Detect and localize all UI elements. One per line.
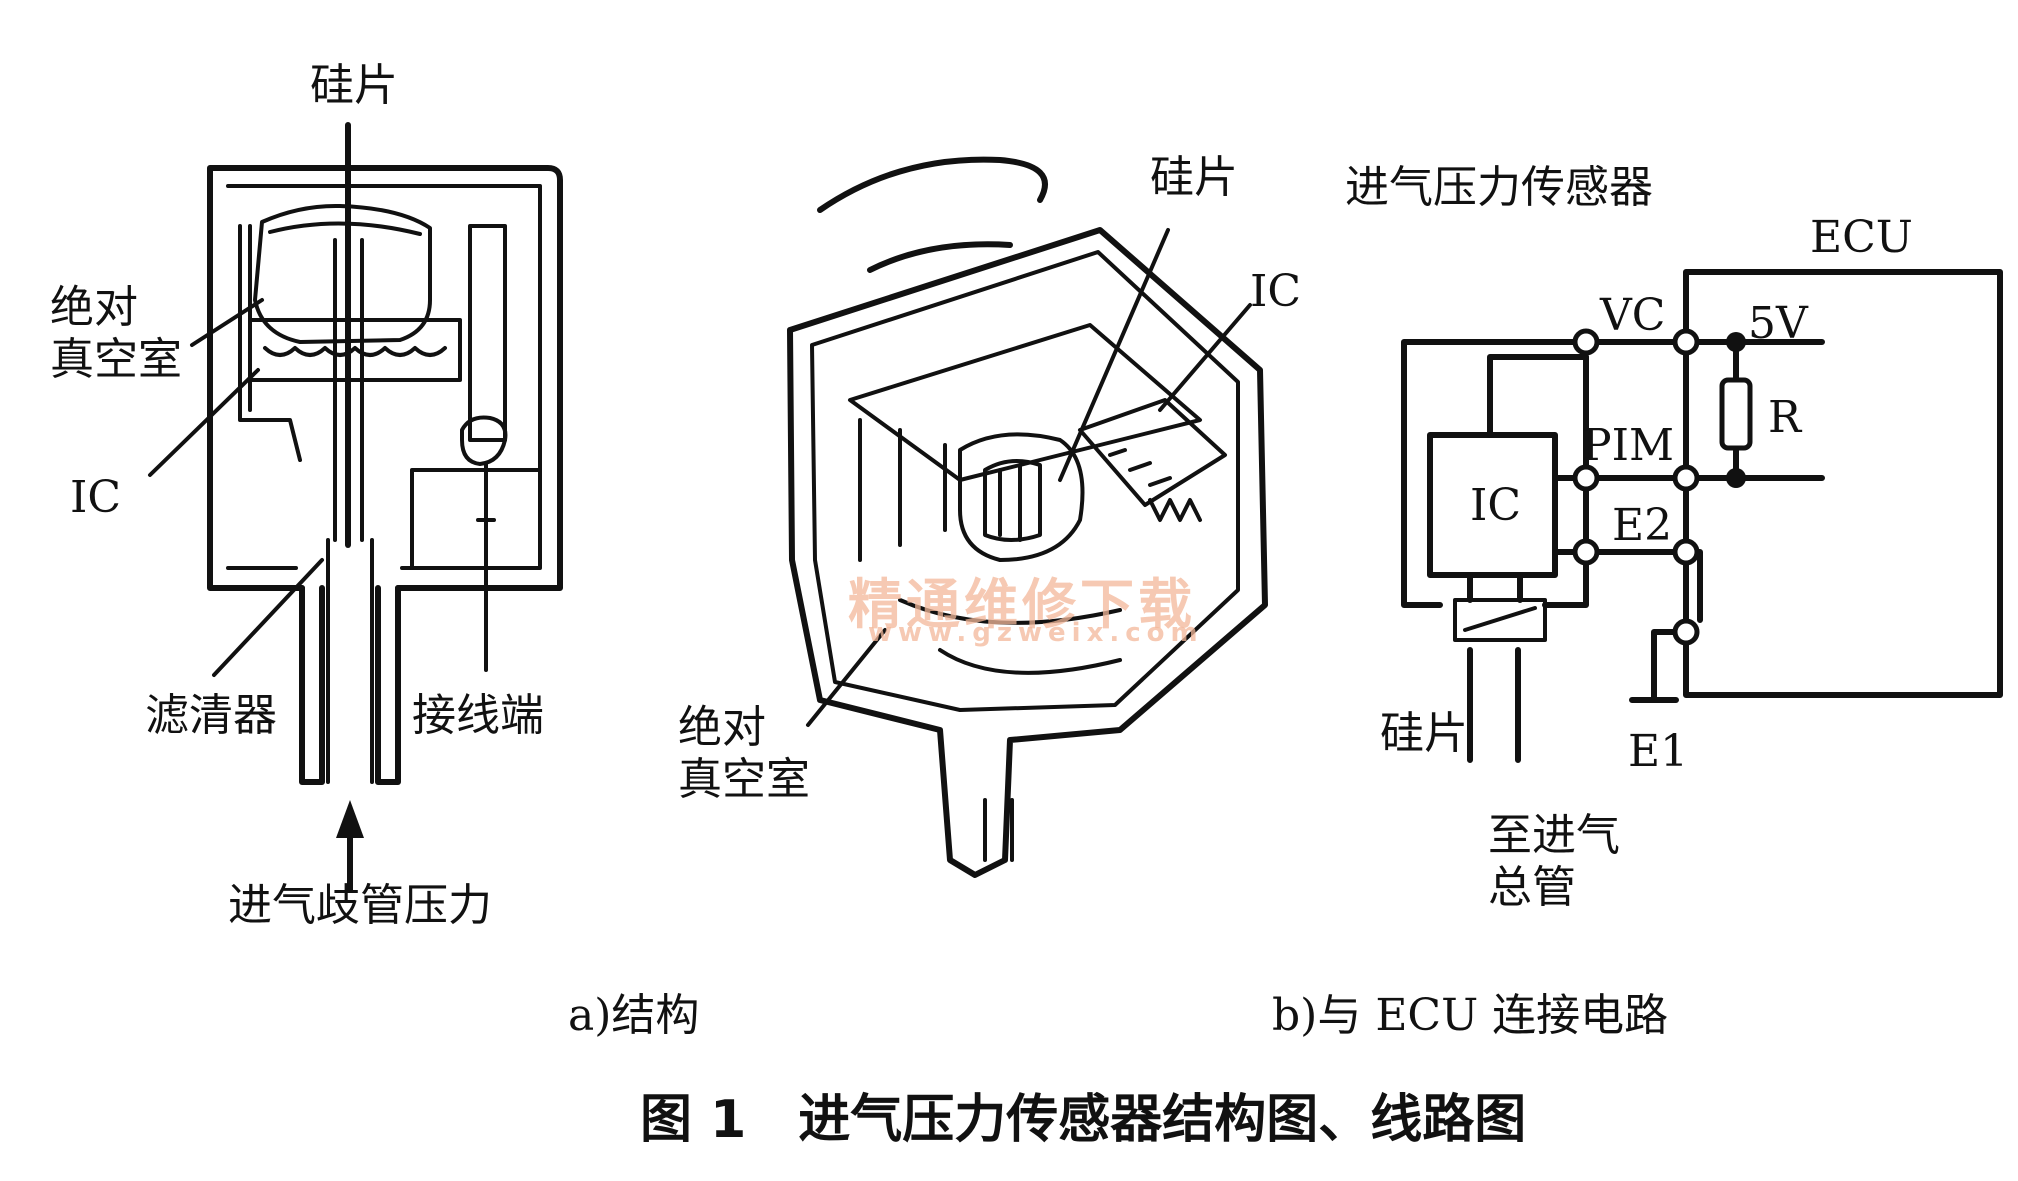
caption-circuit: b)与 ECU 连接电路 bbox=[1272, 990, 1669, 1041]
label-e2: E2 bbox=[1612, 500, 1673, 551]
label-silicon-chip-a: 硅片 bbox=[310, 60, 398, 111]
label-ic-b: IC bbox=[1470, 480, 1522, 531]
label-ic-a: IC bbox=[70, 472, 122, 523]
label-filter: 滤清器 bbox=[145, 690, 277, 741]
label-vc: VC bbox=[1600, 290, 1666, 341]
label-ic-mid: IC bbox=[1250, 266, 1302, 317]
label-vacuum-chamber-mid: 绝对 真空室 bbox=[678, 702, 810, 805]
label-silicon-chip-b: 硅片 bbox=[1380, 708, 1468, 759]
label-manifold-pressure: 进气歧管压力 bbox=[228, 880, 492, 931]
caption-structure: a)结构 bbox=[568, 990, 700, 1041]
label-to-manifold: 至进气 总管 bbox=[1488, 810, 1620, 913]
label-e1: E1 bbox=[1628, 726, 1689, 777]
label-pim: PIM bbox=[1582, 420, 1675, 471]
watermark-url: www.gzweix.com bbox=[868, 618, 1204, 648]
figure-title: 图 1 进气压力传感器结构图、线路图 bbox=[640, 1090, 1527, 1150]
watermark-text: 精通维修下载 bbox=[848, 573, 1196, 636]
label-vacuum-chamber-a: 绝对 真空室 bbox=[50, 282, 182, 385]
label-terminal: 接线端 bbox=[412, 690, 544, 741]
sensor-structure-drawing bbox=[148, 122, 563, 893]
label-silicon-chip-mid: 硅片 bbox=[1150, 152, 1238, 203]
sensor-cutaway-drawing bbox=[787, 156, 1268, 878]
ecu-circuit-drawing bbox=[1401, 269, 2003, 763]
label-sensor-title: 进气压力传感器 bbox=[1345, 162, 1653, 213]
label-5v: 5V bbox=[1748, 298, 1808, 349]
label-r: R bbox=[1768, 392, 1802, 443]
label-ecu: ECU bbox=[1810, 212, 1913, 263]
